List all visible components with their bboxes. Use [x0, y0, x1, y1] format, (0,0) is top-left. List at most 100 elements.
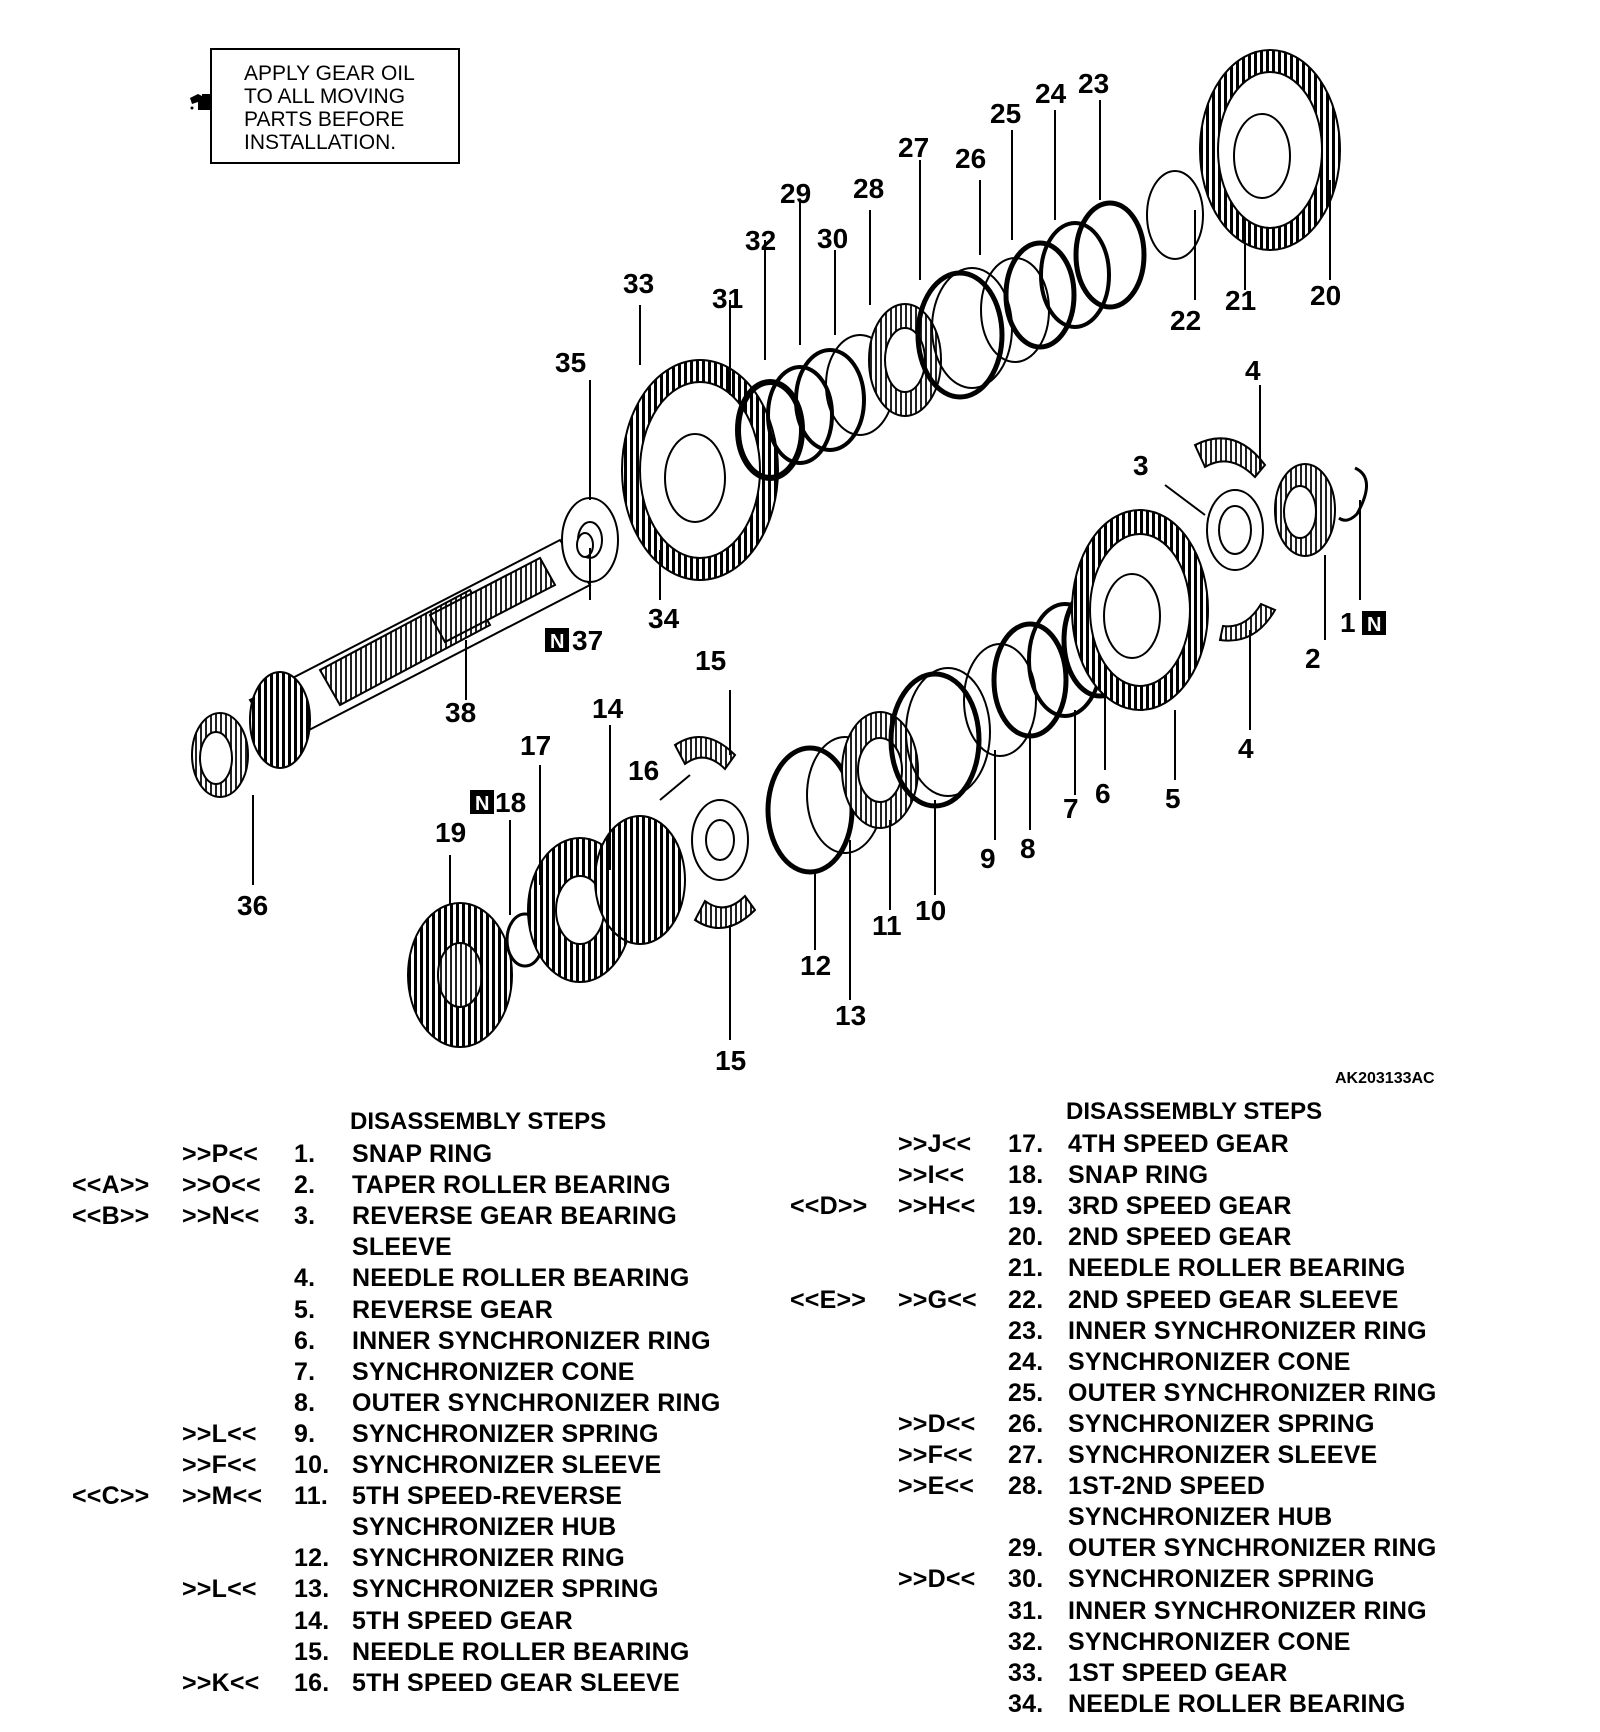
callout-15-bottom: 15	[715, 1045, 746, 1076]
step-row: >>D<<26.SYNCHRONIZER SPRING	[0, 1410, 1600, 1441]
step-label: 4TH SPEED GEAR	[1068, 1130, 1289, 1158]
step-row: 34.NEEDLE ROLLER BEARING	[0, 1690, 1600, 1721]
ring-23	[1073, 200, 1147, 310]
callout-8: 8	[1020, 833, 1036, 864]
step-number: 22.	[1008, 1285, 1044, 1314]
step-row: 5. REVERSE GEAR	[0, 1296, 1600, 1327]
step-label: SYNCHRONIZER CONE	[1068, 1627, 1351, 1656]
step-number: 20.	[1008, 1223, 1044, 1252]
callout-21: 21	[1225, 285, 1256, 316]
step-label: SYNCHRONIZER CONE	[352, 1357, 635, 1386]
callout-14: 14	[592, 693, 624, 724]
step-row: >>E<<28.1ST-2ND SPEED	[0, 1472, 1600, 1503]
step-row: 4.NEEDLE ROLLER BEARING	[0, 1264, 1600, 1295]
cone-24	[1039, 221, 1111, 329]
step-ref-a: <<E>>	[790, 1285, 867, 1314]
step-row: >>K<<16.5TH SPEED GEAR SLEEVE	[0, 1669, 1600, 1700]
step-row: SYNCHRONIZER HUB	[0, 1513, 1600, 1544]
step-ref-b: >>N<<	[182, 1202, 260, 1231]
callout-3: 3	[1133, 450, 1149, 481]
step-row: 21.NEEDLE ROLLER BEARING	[0, 1254, 1600, 1285]
upper-shaft-assembly	[191, 49, 1341, 798]
step-ref-b: >>H<<	[898, 1192, 976, 1221]
step-ref-b: >>O<<	[182, 1171, 261, 1200]
step-label: 5TH SPEED-REVERSE	[352, 1482, 623, 1511]
step-label: SYNCHRONIZER SLEEVE	[1068, 1441, 1378, 1469]
step-number: 8.	[294, 1388, 316, 1417]
needle-bearing-15-bottom	[693, 894, 757, 929]
step-ref-a: <<C>>	[72, 1482, 150, 1511]
step-label: SYNCHRONIZER HUB	[352, 1513, 617, 1542]
steps-right-heading: DISASSEMBLY STEPS	[1066, 1098, 1323, 1125]
step-number: 5.	[294, 1295, 316, 1324]
step-row: >>D<<30.SYNCHRONIZER SPRING	[0, 1565, 1600, 1596]
callout-16: 16	[628, 755, 659, 786]
step-number: 33.	[1008, 1658, 1044, 1687]
n-mark-37	[545, 628, 569, 652]
step-label: SYNCHRONIZER SPRING	[1068, 1409, 1375, 1438]
step-number: 27.	[1008, 1441, 1044, 1469]
step-row: 25. OUTER SYNCHRONIZER RING	[0, 1379, 1600, 1410]
step-number: 25.	[1008, 1378, 1044, 1407]
callout-33: 33	[623, 268, 654, 299]
callout-6: 6	[1095, 778, 1111, 809]
callout-25: 25	[990, 98, 1021, 129]
oil-can-icon	[190, 94, 210, 110]
step-label: INNER SYNCHRONIZER RING	[1068, 1316, 1427, 1345]
spring-9	[963, 643, 1037, 757]
step-row: >>L<<13.SYNCHRONIZER SPRING	[0, 1575, 1600, 1606]
callout-32: 32	[745, 225, 776, 256]
step-row: >>P<<1.SNAP RING	[0, 1140, 1600, 1171]
callout-26: 26	[955, 143, 986, 174]
step-number: 19.	[1008, 1192, 1044, 1221]
step-ref-b: >>D<<	[898, 1409, 976, 1438]
snap-ring-1	[1338, 466, 1368, 522]
step-row: 12. SYNCHRONIZER RING	[0, 1544, 1600, 1575]
step-row: 24.SYNCHRONIZER CONE	[0, 1348, 1600, 1379]
step-row: 33.1ST SPEED GEAR	[0, 1659, 1600, 1690]
oil-note-box: APPLY GEAR OIL TO ALL MOVING PARTS BEFOR…	[190, 48, 460, 164]
step-number: 12.	[294, 1544, 330, 1573]
callout-4-top: 4	[1245, 355, 1261, 386]
step-label: SYNCHRONIZER RING	[352, 1544, 625, 1573]
step-number: 7.	[294, 1357, 316, 1386]
step-label: SNAP RING	[352, 1140, 493, 1168]
callout-2: 2	[1305, 643, 1321, 674]
step-number: 2.	[294, 1171, 316, 1200]
callout-22: 22	[1170, 305, 1201, 336]
n-mark-18-letter: N	[475, 793, 489, 815]
step-row: SLEEVE	[0, 1233, 1600, 1264]
gear-sleeve-22	[1146, 170, 1204, 260]
step-number: 29.	[1008, 1534, 1044, 1563]
callout-24: 24	[1035, 78, 1067, 109]
step-label: 5TH SPEED GEAR	[352, 1606, 573, 1635]
synchronizer-sleeve-27	[915, 270, 1005, 400]
step-row: <<C>>>>M<<11.5TH SPEED-REVERSE	[0, 1482, 1600, 1513]
step-number: 32.	[1008, 1627, 1044, 1656]
step-label: OUTER SYNCHRONIZER RING	[1068, 1378, 1437, 1407]
step-row: 8.OUTER SYNCHRONIZER RING	[0, 1389, 1600, 1420]
steps-left-heading: DISASSEMBLY STEPS	[350, 1108, 607, 1135]
step-row: 6.INNER SYNCHRONIZER RING	[0, 1327, 1600, 1358]
step-label: TAPER ROLLER BEARING	[352, 1171, 671, 1200]
callout-36: 36	[237, 890, 268, 921]
step-number: 24.	[1008, 1347, 1044, 1376]
callout-4-bottom: 4	[1238, 733, 1254, 764]
drive-gear	[249, 671, 311, 769]
callout-10: 10	[915, 895, 946, 926]
step-label: SYNCHRONIZER SLEEVE	[352, 1451, 662, 1479]
callout-19: 19	[435, 817, 466, 848]
callout-29: 29	[780, 178, 811, 209]
lower-shaft-assembly	[407, 437, 1368, 1048]
oil-note-text: APPLY GEAR OIL TO ALL MOVING PARTS BEFOR…	[244, 62, 415, 154]
step-number: 15.	[294, 1637, 330, 1666]
step-label: REVERSE GEAR	[352, 1295, 554, 1324]
step-ref-b: >>P<<	[182, 1140, 259, 1168]
callout-28: 28	[853, 173, 884, 204]
callout-30: 30	[817, 223, 848, 254]
step-label: SLEEVE	[352, 1233, 452, 1262]
ring-25	[1003, 240, 1077, 350]
callout-18: 18	[495, 787, 526, 818]
step-row: >>F<<27.SYNCHRONIZER SLEEVE	[0, 1441, 1600, 1472]
shaft-spline-section-2	[428, 556, 557, 644]
